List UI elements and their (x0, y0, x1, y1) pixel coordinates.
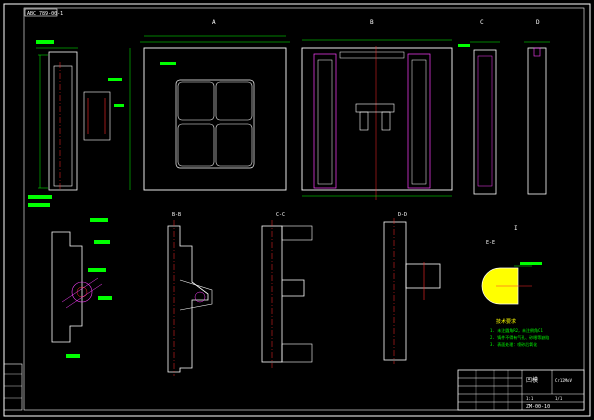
section-label-e: E-E (486, 240, 495, 246)
note-line-2: 2. 铸件不得有气孔、砂眼等缺陷 (490, 334, 549, 340)
view-left-elevation (28, 40, 124, 207)
view-front-section (301, 39, 470, 200)
title-block-scale: 1:1 (526, 396, 534, 401)
view-label-c: C (480, 19, 484, 26)
title-block-name: 凹模 (526, 376, 538, 384)
section-label-c: C-C (276, 212, 285, 218)
view-top-plan (129, 35, 290, 191)
note-line-3: 3. 表面处理：喷砂后氧化 (490, 341, 537, 347)
title-block: 凹模 Cr12MoV 1:1 1/1 ZM-00-10 (457, 369, 585, 411)
view-label-d: D (536, 19, 540, 26)
notes-block: 技术要求 1. 未注圆角R2，未注倒角C1 2. 铸件不得有气孔、砂眼等缺陷 3… (490, 318, 549, 347)
section-c-c (167, 220, 213, 376)
stamp-box (24, 8, 58, 17)
section-d-d (261, 220, 313, 368)
left-revision-strip (3, 363, 23, 411)
note-line-1: 1. 未注圆角R2，未注倒角C1 (490, 327, 543, 333)
stamp-text: ABC 789-00-1 (27, 11, 63, 17)
frame-inner (23, 7, 585, 411)
view-label-b: B (370, 19, 374, 26)
title-block-drawing-no: ZM-00-10 (526, 404, 550, 410)
section-e-e (383, 218, 441, 364)
sheet-border (3, 3, 591, 417)
title-block-sheet: 1/1 (555, 396, 563, 401)
view-right-side (470, 41, 550, 195)
detail-i (481, 262, 542, 305)
section-label-d: D-D (398, 212, 407, 218)
notes-title: 技术要求 (496, 318, 516, 325)
detail-label-i: I (514, 225, 518, 232)
title-block-material: Cr12MoV (555, 378, 572, 383)
section-b-b (51, 218, 112, 358)
section-label-b: B-B (172, 212, 181, 218)
view-label-a: A (212, 19, 216, 26)
